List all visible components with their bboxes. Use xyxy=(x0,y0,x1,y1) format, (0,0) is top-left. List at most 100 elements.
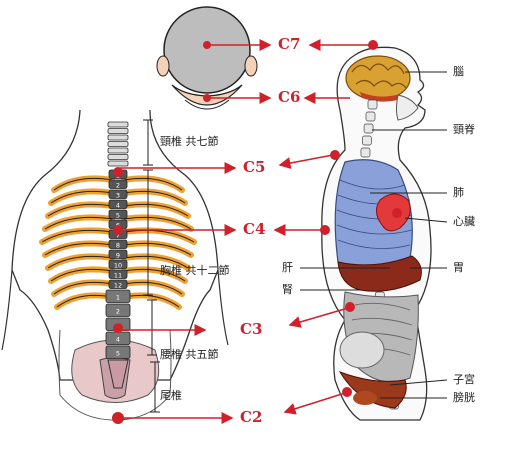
vertebra xyxy=(108,189,128,199)
rib-right-outline xyxy=(123,242,192,256)
vertebra-number: 4 xyxy=(116,336,120,344)
rib-right-outline xyxy=(123,229,195,243)
vertebra xyxy=(108,239,128,249)
label-uterus: 子宮 xyxy=(453,373,475,386)
dot-c5-side xyxy=(330,150,340,160)
rib-left xyxy=(42,214,115,232)
rib-right-outline xyxy=(123,177,183,191)
cervical-vertebra xyxy=(107,147,129,154)
label-cervical: 頸椎 共七節 xyxy=(160,135,219,148)
dot-c7-head xyxy=(203,41,211,49)
vertebra xyxy=(108,199,128,209)
rib-left-outline xyxy=(50,190,113,204)
rib-left xyxy=(51,175,115,193)
dot-c3-back xyxy=(113,323,123,333)
rib-right xyxy=(121,227,197,245)
label-thoracic: 胸椎 共十二節 xyxy=(160,264,230,277)
vertebra-number: 8 xyxy=(116,242,120,250)
label-brain: 腦 xyxy=(453,65,464,78)
rib-right xyxy=(121,175,185,193)
rib-left-outline xyxy=(47,203,113,217)
rib-left-outline xyxy=(41,229,113,243)
vertebra xyxy=(108,279,128,289)
dot-c4-side xyxy=(320,225,330,235)
label-c4: C4 xyxy=(243,220,266,238)
vertebra-number: 11 xyxy=(114,272,122,280)
head-top-view xyxy=(156,6,258,110)
cervical-vertebra xyxy=(107,160,129,167)
vertebra-number: 5 xyxy=(116,350,120,358)
rib-left xyxy=(42,240,115,258)
vertebra-number: 1 xyxy=(116,294,120,302)
side-vertebra xyxy=(360,147,371,158)
label-kidney: 腎 xyxy=(282,283,293,296)
rib-right-outline xyxy=(123,216,192,230)
dot-c5-back xyxy=(113,167,123,177)
rib-right xyxy=(121,188,188,206)
rib-left-outline xyxy=(53,177,113,191)
rib-right xyxy=(121,240,194,258)
vertebra-number: 12 xyxy=(114,282,122,290)
vertebra xyxy=(108,249,128,259)
brain xyxy=(345,55,411,102)
rib-left-outline xyxy=(53,281,113,295)
cervical-vertebra xyxy=(107,121,129,128)
label-lumbar: 腰椎 共五節 xyxy=(160,348,219,361)
rib-left xyxy=(54,292,115,310)
label-heart: 心臟 xyxy=(453,215,475,228)
cervical-vertebra xyxy=(107,154,129,160)
vertebra-number: 10 xyxy=(114,262,122,270)
side-vertebra xyxy=(363,123,374,134)
cervical-vertebra xyxy=(107,134,129,141)
rib-right xyxy=(121,214,194,232)
rib-left xyxy=(51,279,115,297)
dot-c7-side xyxy=(368,40,378,50)
rib-left-outline xyxy=(50,268,113,282)
label-c7: C7 xyxy=(278,35,301,53)
vertebra-number: 2 xyxy=(116,308,120,316)
rib-left-outline xyxy=(47,255,113,269)
label-liver: 肝 xyxy=(282,261,293,274)
label-bladder: 膀胱 xyxy=(453,391,475,404)
rib-right-outline xyxy=(123,203,189,217)
rib-left xyxy=(48,188,115,206)
rib-left-outline xyxy=(44,242,113,256)
rib-right-outline xyxy=(123,281,183,295)
dot-c4-back xyxy=(113,225,123,235)
dot-c6-head xyxy=(203,94,211,102)
arrows xyxy=(120,39,372,424)
label-lungs: 肺 xyxy=(453,186,464,199)
vertebra-number: 5 xyxy=(116,212,120,220)
rib-left xyxy=(45,201,115,219)
spine-column: 12345678910111212345 xyxy=(105,121,131,389)
dot-c2-side xyxy=(342,387,352,397)
skull xyxy=(396,94,419,121)
vertebra xyxy=(105,303,131,317)
label-c2: C2 xyxy=(240,408,263,426)
cervical-vertebra xyxy=(107,128,129,134)
label-stomach: 胃 xyxy=(453,261,464,274)
rib-right-outline xyxy=(123,190,186,204)
vertebra-number: 2 xyxy=(116,182,120,190)
vertebra xyxy=(108,179,128,189)
side-vertebra xyxy=(365,111,376,122)
rib-left xyxy=(39,227,115,245)
vertebra xyxy=(105,345,131,359)
vertebra xyxy=(108,259,128,269)
dot-c2-back xyxy=(112,412,124,424)
pelvic-organs xyxy=(338,331,407,409)
label-sacrum: 尾椎 xyxy=(160,389,182,402)
vertebra-number: 9 xyxy=(116,252,120,260)
vertebra xyxy=(105,289,131,303)
vertebra xyxy=(108,269,128,279)
label-c6: C6 xyxy=(278,88,301,106)
rib-right-outline xyxy=(123,268,186,282)
label-c3: C3 xyxy=(240,320,263,338)
dot-c3-side xyxy=(345,302,355,312)
cervical-vertebra xyxy=(107,141,129,147)
heart xyxy=(376,193,411,232)
rib-left-outline xyxy=(44,216,113,230)
sacrum-bone xyxy=(107,359,129,389)
label-neck-spine: 頸脊 xyxy=(453,123,475,136)
